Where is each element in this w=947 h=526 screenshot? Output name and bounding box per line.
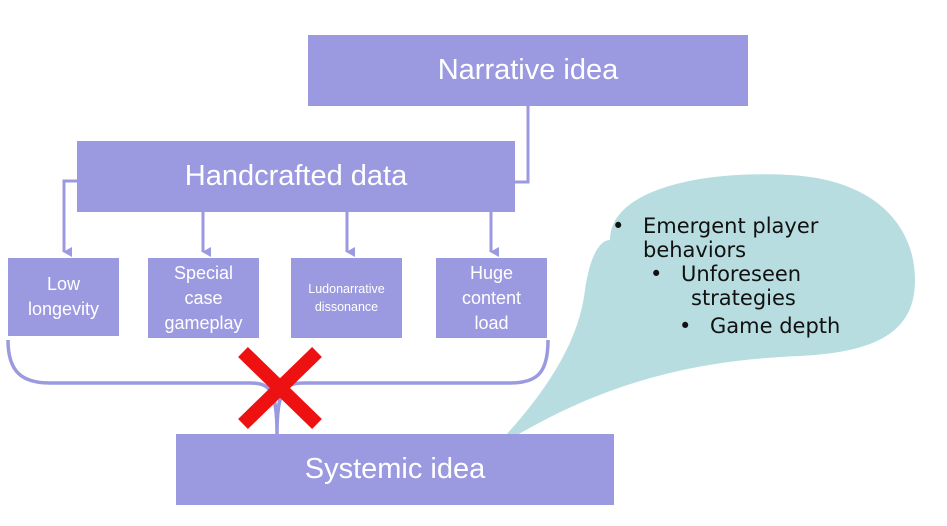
bullet-item: • Game depth bbox=[612, 314, 902, 338]
handcrafted-data-box: Handcrafted data bbox=[77, 141, 515, 212]
consequence-box-ludonarrative-dissonance: Ludonarrative dissonance bbox=[291, 258, 402, 338]
bullet-text: behaviors bbox=[643, 238, 747, 262]
bullet-icon: • bbox=[650, 262, 663, 286]
bullet-item: • Emergent player behaviors bbox=[612, 214, 902, 262]
speech-bubble-text: • Emergent player behaviors • Unforeseen… bbox=[612, 214, 902, 338]
connector-handcrafted-low-longevity bbox=[62, 179, 77, 257]
bullet-text: Unforeseen bbox=[681, 262, 802, 286]
bullet-icon: • bbox=[679, 314, 692, 338]
consequence-box-special-case-gameplay: Special case gameplay bbox=[148, 258, 259, 338]
consequence-line: load bbox=[474, 312, 509, 333]
consequence-line: Low bbox=[46, 274, 80, 294]
blocked-x-icon bbox=[238, 346, 322, 430]
consequence-line: Ludonarrative bbox=[308, 282, 385, 296]
systemic-idea-box: Systemic idea bbox=[176, 434, 614, 505]
bullet-text: strategies bbox=[691, 286, 796, 310]
bullet-item: • Unforeseen strategies bbox=[612, 262, 902, 310]
connector-narrative-handcrafted bbox=[515, 106, 530, 184]
consequence-line: Special bbox=[173, 262, 234, 283]
narrative-idea-label: Narrative idea bbox=[437, 54, 619, 86]
narrative-idea-box: Narrative idea bbox=[308, 35, 748, 106]
bullet-icon: • bbox=[612, 214, 625, 238]
consequence-line: dissonance bbox=[314, 300, 379, 314]
consequence-line: content bbox=[461, 287, 522, 308]
consequence-line: case bbox=[184, 287, 223, 308]
consequence-line: gameplay bbox=[164, 312, 243, 333]
consequence-line: longevity bbox=[27, 299, 100, 319]
consequence-box-huge-content-load: Huge content load bbox=[436, 258, 547, 338]
bullet-text: Emergent player bbox=[643, 214, 819, 238]
consequence-line: Huge bbox=[469, 262, 513, 283]
speech-bubble-shape bbox=[490, 174, 915, 452]
bullet-text: Game depth bbox=[710, 314, 841, 338]
handcrafted-data-label: Handcrafted data bbox=[184, 160, 408, 192]
consequence-box-low-longevity: Low longevity bbox=[8, 258, 119, 336]
systemic-idea-label: Systemic idea bbox=[304, 453, 486, 485]
